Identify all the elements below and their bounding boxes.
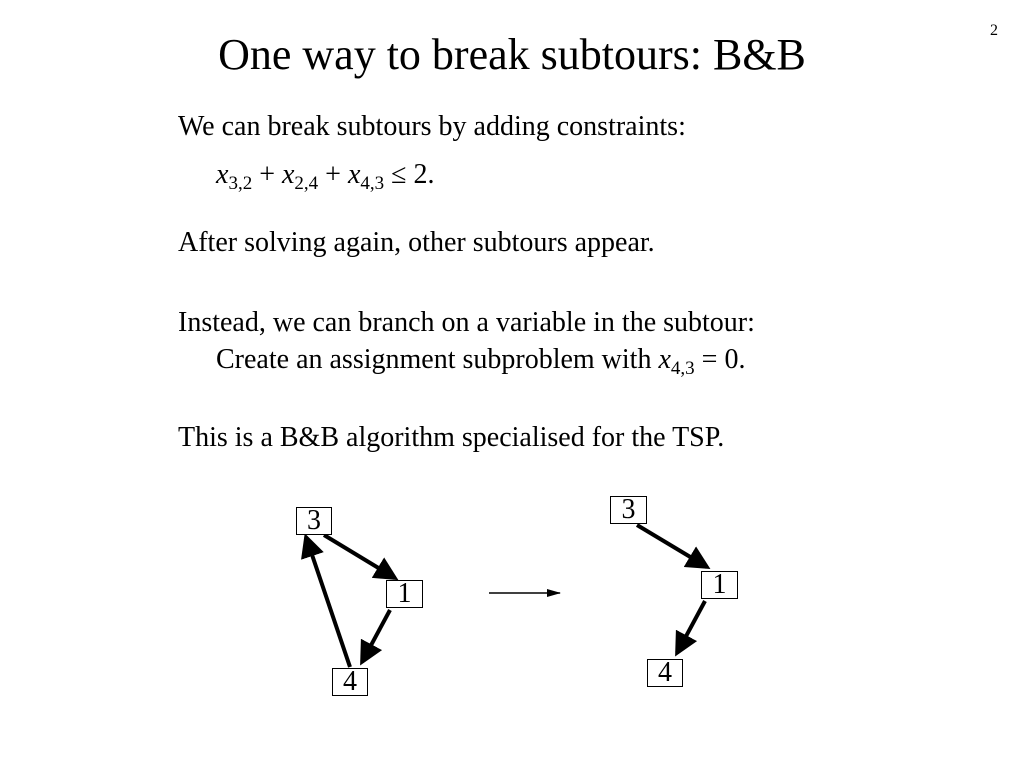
node-3-after: 3 <box>610 496 647 524</box>
edge-1-to-4-before <box>360 609 392 666</box>
slide-title: One way to break subtours: B&B <box>218 30 806 79</box>
formula-rhs: ≤ 2. <box>384 159 435 190</box>
slide-number: 2 <box>990 22 998 39</box>
formula-subscript: 3,2 <box>228 173 253 194</box>
text-line-branch: Instead, we can branch on a variable in … <box>178 307 755 338</box>
node-4-before: 4 <box>332 668 368 696</box>
subproblem-suffix: = 0. <box>694 344 746 375</box>
constraint-formula: x3,2 + x2,4 + x4,3 ≤ 2. <box>216 158 435 194</box>
edge-1-to-4-after <box>675 600 707 657</box>
text-line-subproblem: Create an assignment subproblem with x4,… <box>216 343 746 379</box>
formula-subscript: 2,4 <box>294 173 319 194</box>
subproblem-prefix: Create an assignment subproblem with <box>216 344 659 375</box>
formula-variable: x <box>658 344 671 375</box>
text-line-resolve: After solving again, other subtours appe… <box>178 227 655 258</box>
node-4-after: 4 <box>647 659 683 687</box>
formula-variable: x <box>216 159 229 190</box>
formula-operator: + <box>252 159 282 190</box>
edge-4-to-3-before <box>301 533 352 668</box>
node-1-after: 1 <box>701 571 738 599</box>
formula-subscript: 4,3 <box>360 173 385 194</box>
text-line-constraints-intro: We can break subtours by adding constrai… <box>178 111 686 142</box>
node-1-before: 1 <box>386 580 423 608</box>
edge-3-to-1-after <box>635 523 711 570</box>
formula-subscript: 4,3 <box>670 358 695 379</box>
formula-variable: x <box>281 159 295 190</box>
formula-variable: x <box>347 159 361 190</box>
edge-3-to-1-before <box>322 533 399 581</box>
formula-operator: + <box>318 159 348 190</box>
text-line-conclusion: This is a B&B algorithm specialised for … <box>178 422 725 453</box>
node-3-before: 3 <box>296 507 332 535</box>
